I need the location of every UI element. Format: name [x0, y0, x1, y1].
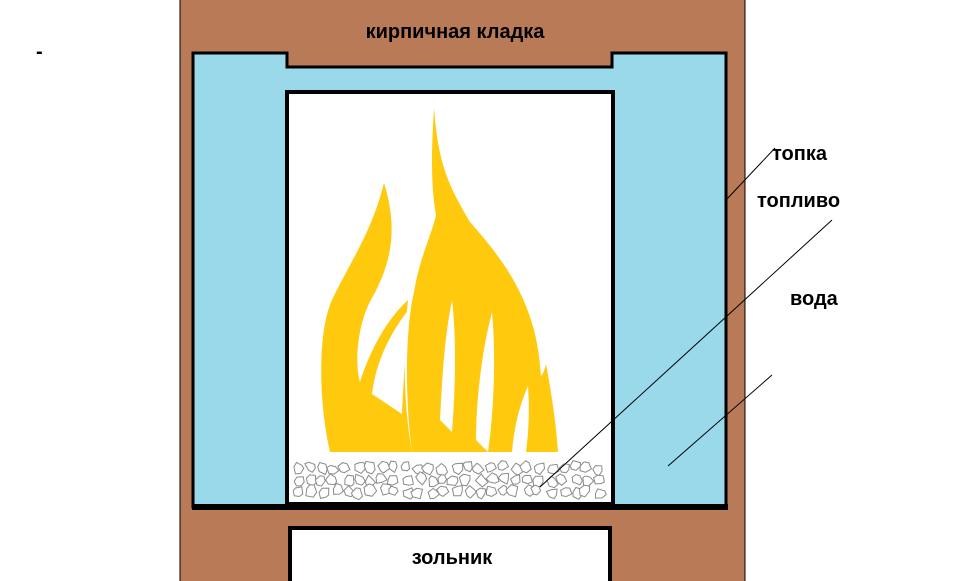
- fuel-piece: [505, 484, 519, 498]
- fuel-piece: [451, 485, 463, 497]
- fuel-pile: [292, 460, 607, 501]
- fuel-piece: [410, 487, 424, 500]
- flame-gap-3: [476, 312, 495, 452]
- fuel-piece: [318, 487, 330, 499]
- fuel-piece: [437, 473, 448, 484]
- fuel-piece: [317, 461, 328, 476]
- fuel-piece: [451, 462, 464, 476]
- flame: [321, 108, 558, 452]
- fuel-piece: [304, 461, 316, 473]
- leader-line-water: [667, 374, 773, 467]
- fuel-piece: [547, 463, 560, 475]
- fuel-piece: [337, 462, 351, 474]
- fuel-piece: [545, 488, 558, 500]
- fuel-piece: [415, 471, 428, 486]
- fuel-piece: [436, 485, 450, 497]
- label-brickwork: кирпичная кладка: [366, 21, 546, 43]
- fuel-piece: [388, 460, 398, 474]
- fuel-piece: [332, 482, 344, 495]
- fuel-piece: [305, 484, 318, 498]
- fuel-piece: [595, 488, 607, 499]
- fuel-piece: [363, 483, 378, 497]
- leader-line-fuel: [539, 219, 833, 488]
- flame-tongue-center: [406, 108, 542, 452]
- fuel-piece: [462, 461, 473, 473]
- fuel-piece: [579, 461, 593, 473]
- fuel-piece: [354, 462, 368, 475]
- fuel-piece: [354, 473, 366, 486]
- fuel-piece: [593, 474, 605, 485]
- fuel-piece: [474, 473, 489, 488]
- label-firebox: топка: [772, 143, 828, 165]
- flame-gap-2: [440, 300, 455, 432]
- fuel-piece: [530, 484, 542, 496]
- fuel-piece: [497, 472, 510, 485]
- fuel-piece: [420, 462, 434, 476]
- fuel-piece: [484, 462, 497, 473]
- fuel-piece: [326, 464, 340, 475]
- fuel-piece: [486, 485, 498, 497]
- fuel-piece: [497, 460, 510, 471]
- fuel-piece: [293, 476, 305, 487]
- fuel-piece: [375, 473, 388, 484]
- fuel-piece: [485, 472, 500, 484]
- fuel-piece: [386, 475, 399, 486]
- flame-gap-1: [372, 308, 410, 414]
- fuel-piece: [471, 462, 485, 475]
- label-water: вода: [790, 288, 839, 310]
- label-fuel: топливо: [757, 190, 840, 212]
- fuel-piece: [555, 473, 568, 486]
- fuel-piece: [475, 487, 487, 500]
- fuel-piece: [377, 460, 391, 474]
- fuel-piece: [402, 475, 414, 486]
- fuel-piece: [569, 460, 582, 471]
- fuel-piece: [363, 460, 376, 475]
- fuel-piece: [519, 460, 532, 474]
- fuel-piece: [428, 475, 440, 488]
- fuel-piece: [292, 486, 304, 498]
- fuel-piece: [458, 473, 471, 487]
- label-dash: -: [36, 41, 43, 63]
- flame-gap-4: [512, 386, 529, 452]
- fuel-piece: [446, 475, 459, 487]
- fuel-piece: [464, 485, 478, 499]
- flame-tongue-right: [500, 344, 558, 452]
- fuel-piece: [558, 463, 570, 474]
- fuel-piece: [521, 475, 534, 485]
- fuel-piece: [344, 474, 355, 487]
- label-ashpit: зольник: [412, 547, 494, 569]
- fuel-piece: [402, 487, 416, 500]
- fuel-piece: [350, 487, 364, 501]
- leader-line-firebox: [725, 147, 776, 201]
- fuel-piece: [400, 461, 411, 472]
- fuel-piece: [388, 485, 399, 496]
- fuel-piece: [314, 475, 326, 487]
- fuel-piece: [509, 473, 521, 485]
- fuel-piece: [560, 487, 573, 498]
- fuel-piece: [497, 484, 509, 496]
- fuel-piece: [533, 462, 546, 476]
- fuel-piece: [578, 484, 591, 498]
- fuel-piece: [293, 461, 305, 475]
- fuel-piece: [571, 473, 583, 486]
- ash-pit: [288, 526, 612, 581]
- fuel-piece: [427, 487, 441, 500]
- fuel-piece: [324, 473, 338, 486]
